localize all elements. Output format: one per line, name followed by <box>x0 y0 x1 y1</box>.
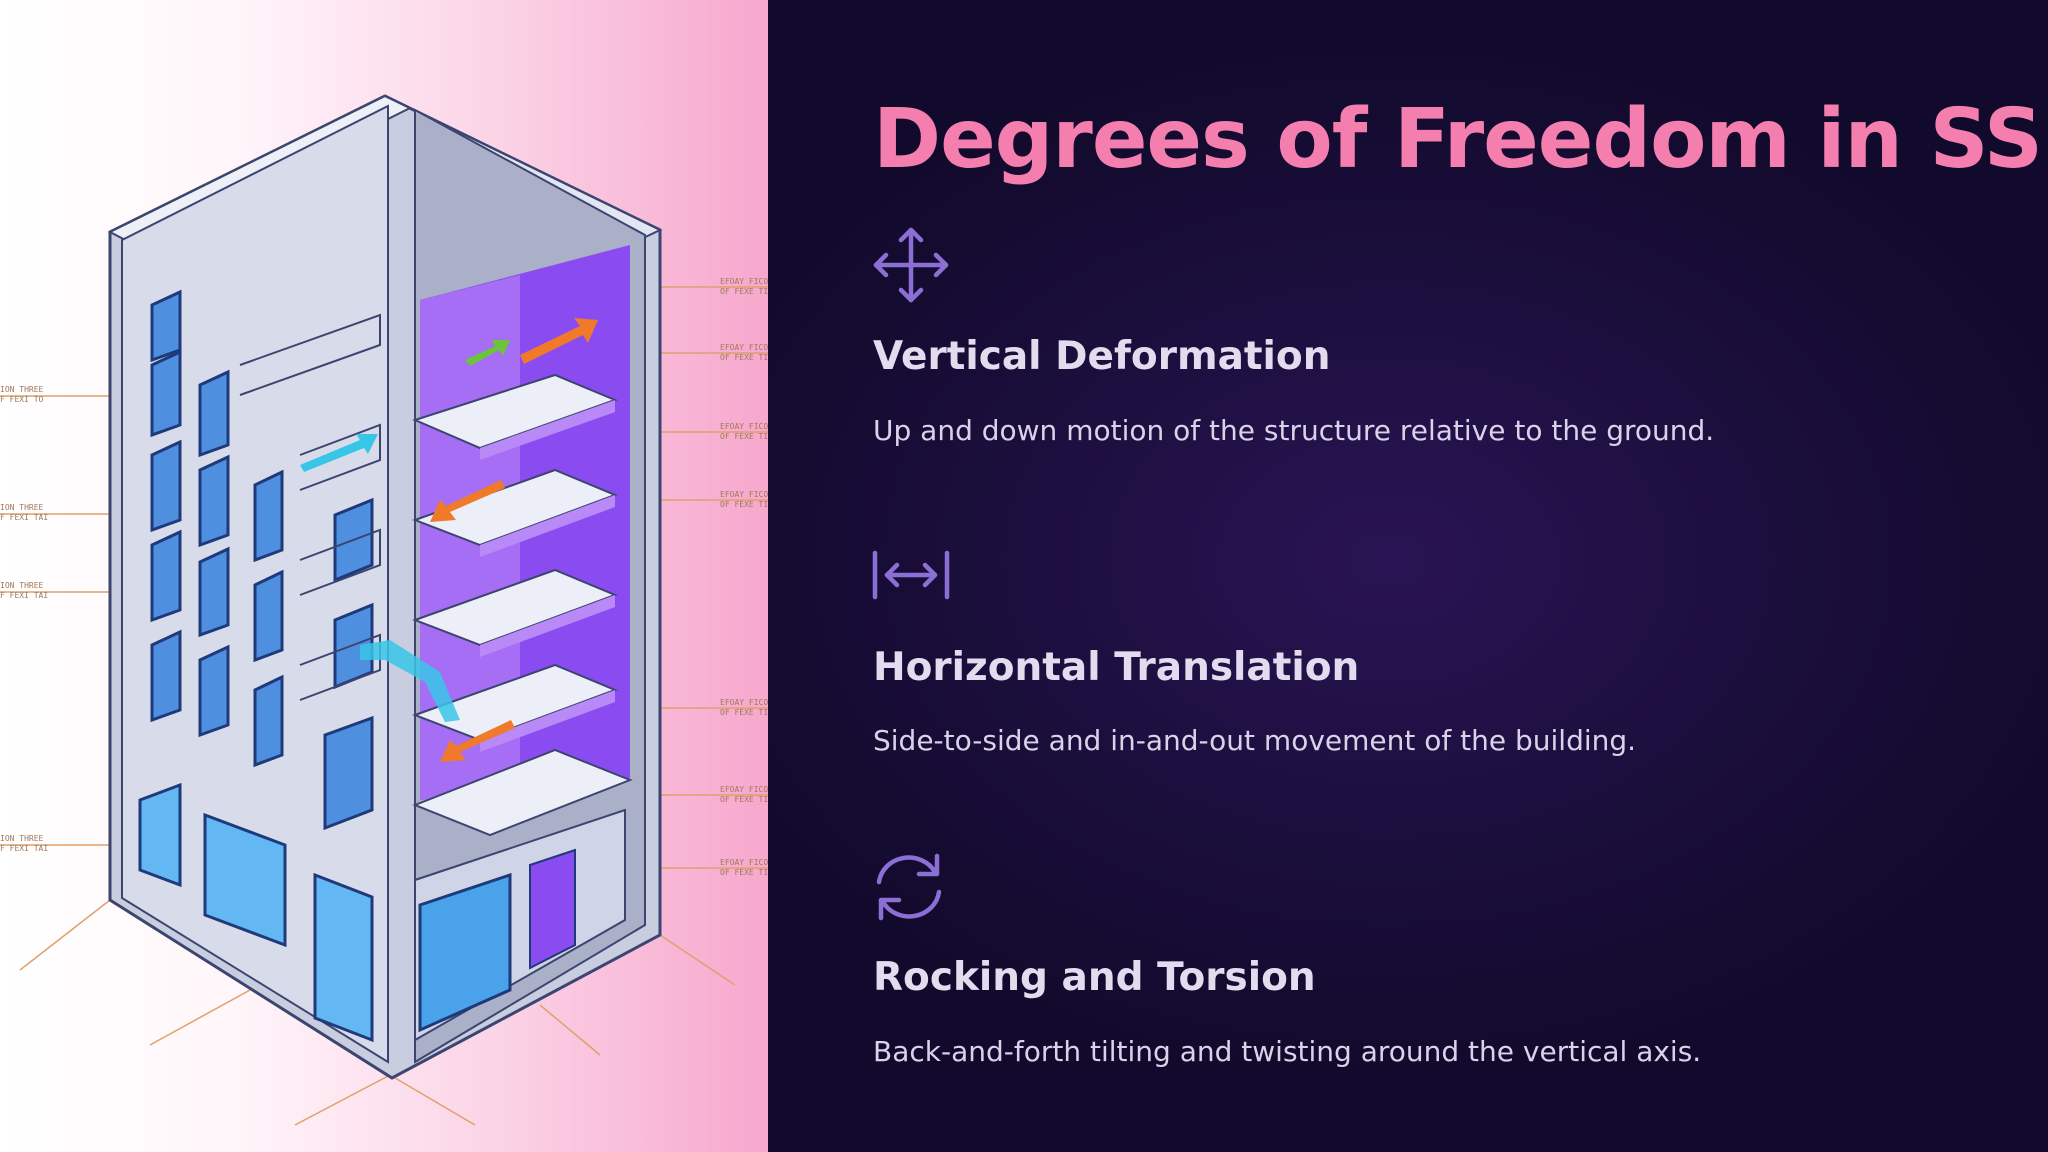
rotate-cycle-icon <box>871 852 947 922</box>
content-panel: Degrees of Freedom in SSI Vertical Defor… <box>768 0 2048 1152</box>
svg-text:F FEXI TAI: F FEXI TAI <box>0 844 48 853</box>
horizontal-arrows-icon <box>871 550 951 600</box>
svg-text:F FEXI TAI: F FEXI TAI <box>0 513 48 522</box>
feature-description-rocking-and-torsion: Back-and-forth tilting and twisting arou… <box>873 1035 1702 1068</box>
feature-title-horizontal-translation: Horizontal Translation <box>873 645 1360 690</box>
slide-title: Degrees of Freedom in SSI <box>873 92 2048 187</box>
svg-text:ION THREE: ION THREE <box>0 503 44 512</box>
svg-text:OF FEXE TI: OF FEXE TI <box>720 500 768 509</box>
svg-text:EFOAY FICOI: EFOAY FICOI <box>720 785 768 794</box>
svg-text:OF FEXE TI: OF FEXE TI <box>720 432 768 441</box>
feature-title-rocking-and-torsion: Rocking and Torsion <box>873 955 1316 1000</box>
svg-text:EFOAY FICOI: EFOAY FICOI <box>720 698 768 707</box>
feature-description-vertical-deformation: Up and down motion of the structure rela… <box>873 414 1715 447</box>
feature-description-horizontal-translation: Side-to-side and in-and-out movement of … <box>873 724 1637 757</box>
svg-text:OF FEXE TI: OF FEXE TI <box>720 868 768 877</box>
svg-text:OF FEXE TI: OF FEXE TI <box>720 353 768 362</box>
feature-title-vertical-deformation: Vertical Deformation <box>873 334 1331 379</box>
svg-text:EFOAY FICOI: EFOAY FICOI <box>720 422 768 431</box>
svg-text:F FEXI TO: F FEXI TO <box>0 395 44 404</box>
svg-text:EFOAY FICOI: EFOAY FICOI <box>720 490 768 499</box>
svg-text:EFOAY FICOI: EFOAY FICOI <box>720 858 768 867</box>
svg-text:OF FEXE TI: OF FEXE TI <box>720 287 768 296</box>
svg-text:OF FEXE TI: OF FEXE TI <box>720 795 768 804</box>
svg-text:ION THREE: ION THREE <box>0 834 44 843</box>
svg-text:ION THREE: ION THREE <box>0 385 44 394</box>
svg-text:ION THREE: ION THREE <box>0 581 44 590</box>
svg-text:EFOAY FICOI: EFOAY FICOI <box>720 277 768 286</box>
svg-text:F FEXI TAI: F FEXI TAI <box>0 591 48 600</box>
move-arrows-icon <box>871 225 951 305</box>
svg-text:OF FEXE TI: OF FEXE TI <box>720 708 768 717</box>
svg-text:EFOAY FICOI: EFOAY FICOI <box>720 343 768 352</box>
